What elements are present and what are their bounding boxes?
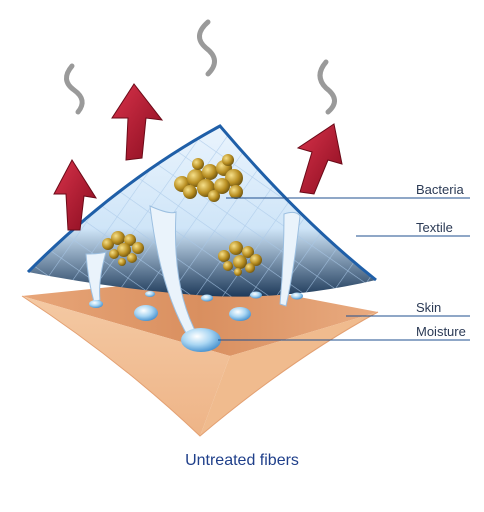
steam-wisp-icon — [317, 59, 337, 115]
moisture-droplet-icon — [250, 291, 262, 299]
moisture-droplet-icon — [145, 291, 155, 297]
moisture-droplet-icon — [291, 292, 303, 300]
steam-wisps — [64, 19, 337, 115]
heat-arrow-icon — [111, 83, 164, 161]
caption: Untreated fibers — [185, 452, 299, 469]
moisture-droplet-icon — [89, 300, 103, 308]
moisture-droplet-icon — [134, 305, 158, 321]
bacteria-cluster-icon — [218, 241, 262, 276]
bacteria-cluster-icon — [102, 231, 144, 266]
heat-arrows — [53, 83, 343, 231]
bacteria-cluster-icon — [174, 154, 243, 202]
moisture-droplet-icon — [229, 307, 251, 321]
heat-arrow-icon — [53, 159, 98, 231]
skin-label: Skin — [416, 300, 442, 315]
moisture-label: Moisture — [416, 324, 466, 339]
textile-label: Textile — [416, 220, 453, 235]
steam-wisp-icon — [64, 63, 85, 115]
leader-lines — [218, 197, 470, 341]
moisture-droplets — [89, 291, 303, 352]
steam-wisp-icon — [197, 19, 217, 77]
skin-layer — [21, 278, 379, 437]
bacteria-label: Bacteria — [416, 182, 464, 197]
moisture-droplet-icon — [181, 328, 221, 352]
moisture-droplet-icon — [201, 294, 213, 302]
fiber-strands — [85, 205, 301, 341]
heat-arrow-icon — [296, 123, 343, 195]
